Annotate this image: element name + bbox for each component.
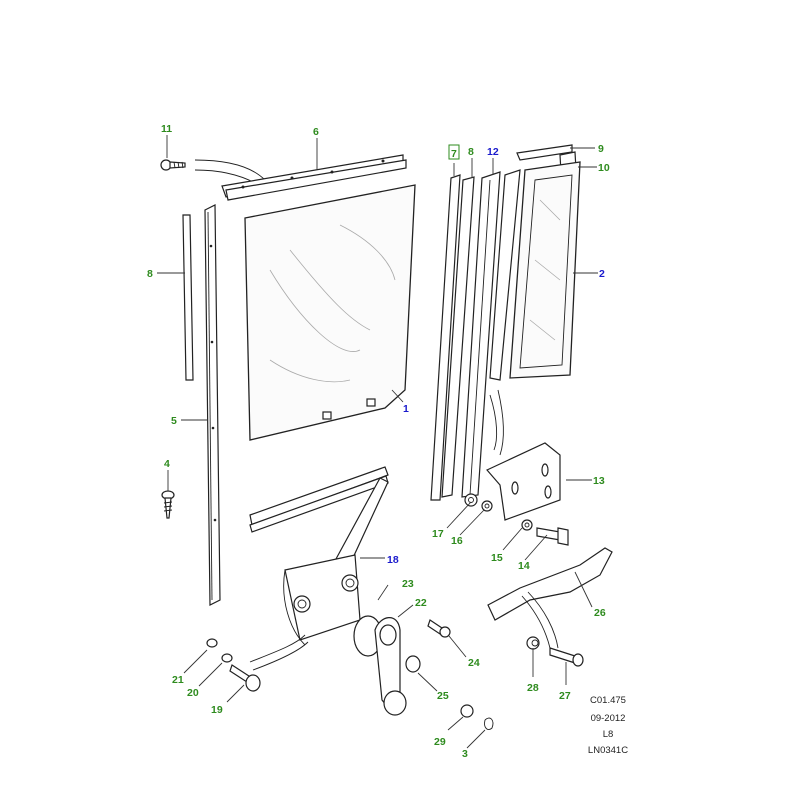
model-code: L8 [602,729,614,740]
run-channel-part-7[interactable] [430,174,461,501]
callout-5[interactable]: 5 [171,415,177,427]
callout-12[interactable]: 12 [487,146,499,158]
callout-8-right[interactable]: 8 [468,146,474,158]
callout-17[interactable]: 17 [432,528,444,540]
callout-22[interactable]: 22 [415,597,427,609]
channel-part-5[interactable] [204,204,221,606]
knob-part-25[interactable] [405,655,421,673]
washer-part-21[interactable] [206,638,218,648]
bolt-part-14[interactable] [536,527,569,546]
nut-part-29[interactable] [460,704,474,718]
top-channel-part-6[interactable] [221,154,407,201]
callout-7[interactable]: 7 [451,148,457,160]
callout-29[interactable]: 29 [434,736,446,748]
callout-21[interactable]: 21 [172,674,184,686]
callout-23[interactable]: 23 [402,578,414,590]
nut-part-28[interactable] [526,636,540,650]
callout-27[interactable]: 27 [559,690,571,702]
seal-strip-part-8-left[interactable] [182,214,194,381]
callout-8-left[interactable]: 8 [147,268,153,280]
reference-code: C01.475 [590,695,626,706]
run-channel-part-12[interactable] [461,171,501,498]
callout-1[interactable]: 1 [403,403,409,415]
callout-19[interactable]: 19 [211,704,223,716]
callout-15[interactable]: 15 [491,552,503,564]
regulator-part-18[interactable] [283,477,389,646]
bolt-part-24[interactable] [427,619,451,638]
door-handle-part-26[interactable] [487,547,613,621]
callout-4[interactable]: 4 [164,458,170,470]
screw-part-11[interactable] [160,159,186,171]
callout-10[interactable]: 10 [598,162,610,174]
callout-25[interactable]: 25 [437,690,449,702]
washer-part-20[interactable] [221,653,233,663]
leader-lines [157,135,598,749]
screw-part-27[interactable] [549,647,584,667]
callout-3[interactable]: 3 [462,748,468,760]
callout-13[interactable]: 13 [593,475,605,487]
washer-part-15[interactable] [521,519,533,531]
bolt-part-19[interactable] [229,664,261,692]
callout-28[interactable]: 28 [527,682,539,694]
callout-11[interactable]: 11 [161,123,172,135]
callout-24[interactable]: 24 [468,657,480,669]
callout-20[interactable]: 20 [187,687,199,699]
bracket-part-13[interactable] [486,442,561,521]
vent-window-part-2[interactable] [489,161,581,381]
callout-9[interactable]: 9 [598,143,604,155]
screw-part-4[interactable] [161,490,175,519]
illustration-code: LN0341C [587,745,629,756]
clip-part-3[interactable] [484,717,494,731]
callout-6[interactable]: 6 [313,126,319,138]
winder-handle-part-22[interactable] [374,617,407,716]
callout-2[interactable]: 2 [599,268,605,280]
run-channel-part-8[interactable] [441,176,475,498]
nut-part-17[interactable] [464,493,478,507]
callout-26[interactable]: 26 [594,607,606,619]
callout-18[interactable]: 18 [387,554,399,566]
washer-part-16[interactable] [481,500,493,512]
callout-16[interactable]: 16 [451,535,463,547]
date-code: 09-2012 [590,713,626,724]
door-glass-part-1[interactable] [244,184,416,441]
callout-14[interactable]: 14 [518,560,530,572]
